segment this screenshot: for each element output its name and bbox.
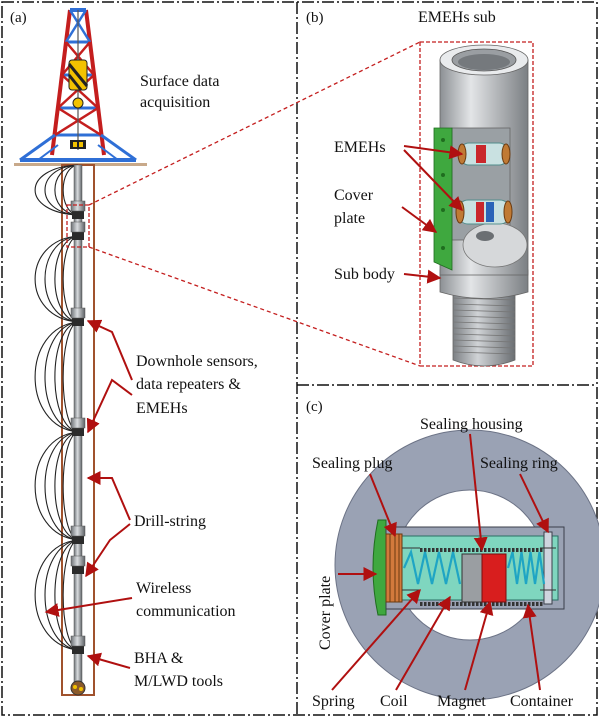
surface-label-line2: acquisition [140, 94, 210, 111]
tool-joint-box [70, 635, 86, 647]
pipe-joint [72, 232, 84, 240]
wireless-arc-3 [44, 321, 79, 433]
sub-body-label: Sub body [334, 266, 395, 283]
drill-bit [70, 680, 86, 696]
bha-label-line2: M/LWD tools [134, 673, 223, 690]
wireless-arc-3 [34, 321, 79, 433]
pipe-joint [72, 536, 84, 544]
magnet-label: Magnet [437, 693, 486, 710]
cover-plate-label-line1: Cover [334, 187, 374, 204]
tool-joint-box [70, 221, 86, 233]
tool-joint-box [70, 525, 86, 537]
sealing-ring-section [543, 531, 553, 605]
wireless-arc-4 [44, 431, 79, 541]
panel-a-tag: (a) [10, 10, 27, 26]
sealing-ring-label: Sealing ring [480, 455, 558, 472]
spring-label: Spring [312, 693, 355, 710]
wireless-arc-1 [34, 164, 79, 216]
pipe-joint [72, 211, 84, 219]
tool-joint-box [70, 307, 86, 319]
zoom-source-box [66, 204, 90, 248]
pipe-joint [72, 428, 84, 436]
panel-b-tag: (b) [306, 10, 324, 26]
wireless-label-line1: Wireless [136, 580, 191, 597]
magnet-section [481, 553, 507, 603]
wireless-arc-5 [34, 539, 79, 651]
panel-c-tag: (c) [306, 399, 323, 415]
wireless-arc-4 [54, 431, 79, 541]
wireless-arc-2 [54, 235, 79, 323]
wireless-label-line2: communication [136, 603, 236, 620]
cover-plate-label-line2: plate [334, 210, 365, 227]
zoom-connector-lines [88, 41, 421, 367]
downhole-label-line1: Downhole sensors, [136, 353, 258, 370]
panel-c: (c) Sealing housing Sealing plug Sealing… [306, 399, 599, 710]
container-label: Container [510, 693, 574, 710]
cover-plate-section [372, 519, 387, 616]
emehs-sub-title: EMEHs sub [418, 9, 496, 26]
drillstring-label: Drill-string [134, 513, 206, 530]
emehs-label: EMEHs [334, 139, 386, 156]
tool-joint-box [70, 555, 86, 567]
pipe-joints [70, 200, 86, 654]
surface-label-line1: Surface data [140, 73, 220, 90]
tool-joint-box [70, 417, 86, 429]
wireless-arc-1 [44, 164, 79, 216]
cover-plate-model [433, 127, 453, 271]
downhole-label-line2: data repeaters & [136, 376, 241, 393]
sealing-plug-label: Sealing plug [312, 455, 392, 472]
panel-a-arrows [44, 319, 133, 669]
wireless-arc-2 [44, 235, 79, 323]
wireless-arc-2 [34, 235, 79, 323]
panel-b: (b) EMEHs sub [306, 9, 534, 367]
panel-a: (a) [10, 8, 258, 696]
wireless-arc-1 [54, 164, 79, 216]
spring-section [402, 548, 546, 585]
bha-label-line1: BHA & [134, 650, 184, 667]
pipe-joint [72, 318, 84, 326]
wireless-arc-5 [54, 539, 79, 651]
emeh-upper-model [457, 142, 511, 166]
panel-c-arrows [331, 433, 549, 691]
wireless-arc-4 [34, 431, 79, 541]
downhole-label-line3: EMEHs [136, 400, 188, 417]
cover-plate-vertical-label: Cover plate [317, 576, 334, 650]
wireless-arc-5 [44, 539, 79, 651]
pipe-joint [72, 646, 84, 654]
tool-joint-box [70, 200, 86, 212]
coil-label: Coil [380, 693, 408, 710]
wireless-communication-arcs [34, 164, 79, 651]
emeh-cross-section [334, 429, 599, 701]
drilling-derrick [19, 8, 137, 162]
pipe-joint [72, 566, 84, 574]
sealing-plug-section [385, 533, 403, 603]
panel-b-arrows [401, 145, 464, 284]
sealing-housing-label: Sealing housing [420, 416, 523, 433]
wireless-arc-3 [54, 321, 79, 433]
emehs-sub-model [433, 44, 529, 367]
